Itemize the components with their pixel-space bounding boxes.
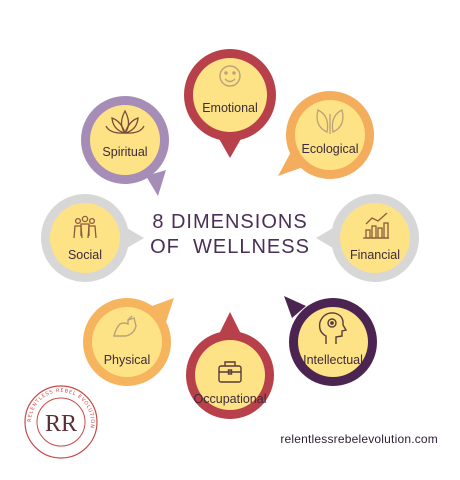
- bubble-fill-occupational: [195, 340, 265, 410]
- bubble-social: [41, 194, 144, 282]
- bubble-fill-ecological: [295, 100, 365, 170]
- bubble-fill-social: [50, 203, 120, 273]
- bubble-emotional: [184, 49, 276, 158]
- title-line-1: 8 DIMENSIONS: [152, 211, 308, 233]
- logo-letters: RR: [45, 411, 77, 437]
- label-emotional: Emotional: [202, 101, 258, 115]
- logo-outer-ring: [24, 385, 98, 459]
- diagram-title: 8 DIMENSIONS OF WELLNESS: [130, 210, 330, 260]
- label-financial: Financial: [349, 248, 401, 262]
- logo-inner-ring: [36, 397, 86, 447]
- head-gear-icon: [318, 312, 348, 344]
- bubble-fill-spiritual: [90, 105, 160, 175]
- bubble-tail-financial: [316, 225, 338, 251]
- smiley-face-icon: [219, 65, 241, 87]
- bubble-tail-ecological: [278, 150, 306, 176]
- label-ecological: Ecological: [301, 142, 359, 156]
- brand-logo: RELENTLESS REBEL EVOLUTION RR: [24, 385, 98, 459]
- label-intellectual: Intellectual: [303, 353, 363, 367]
- website-url: relentlessrebelevolution.com: [280, 432, 438, 446]
- title-line-2: OF WELLNESS: [150, 236, 310, 258]
- group-of-people-icon: [73, 215, 97, 239]
- bubble-tail-social: [122, 225, 144, 251]
- briefcase-icon: [218, 361, 242, 383]
- bubble-tail-physical: [152, 298, 174, 322]
- bubble-physical: [83, 298, 174, 386]
- label-occupational: Occupational: [193, 392, 267, 406]
- lotus-icon: [105, 109, 145, 135]
- bubble-intellectual: [284, 296, 377, 386]
- bubble-fill-physical: [92, 307, 162, 377]
- bubble-occupational: [186, 312, 274, 419]
- bubble-spiritual: [81, 96, 169, 196]
- bubble-financial: [316, 194, 419, 282]
- label-spiritual: Spiritual: [102, 145, 148, 159]
- bubble-ecological: [278, 91, 374, 179]
- bubble-fill-emotional: [193, 58, 267, 132]
- bar-chart-icon: [363, 212, 389, 239]
- label-social: Social: [67, 248, 103, 262]
- leaves-icon: [316, 109, 344, 134]
- flexed-arm-icon: [113, 315, 137, 337]
- bubble-tail-spiritual: [146, 170, 166, 196]
- bubble-tail-intellectual: [284, 296, 306, 318]
- bubble-tail-emotional: [214, 130, 246, 158]
- label-physical: Physical: [103, 353, 151, 367]
- bubble-tail-occupational: [218, 312, 242, 336]
- bubble-fill-intellectual: [298, 307, 368, 377]
